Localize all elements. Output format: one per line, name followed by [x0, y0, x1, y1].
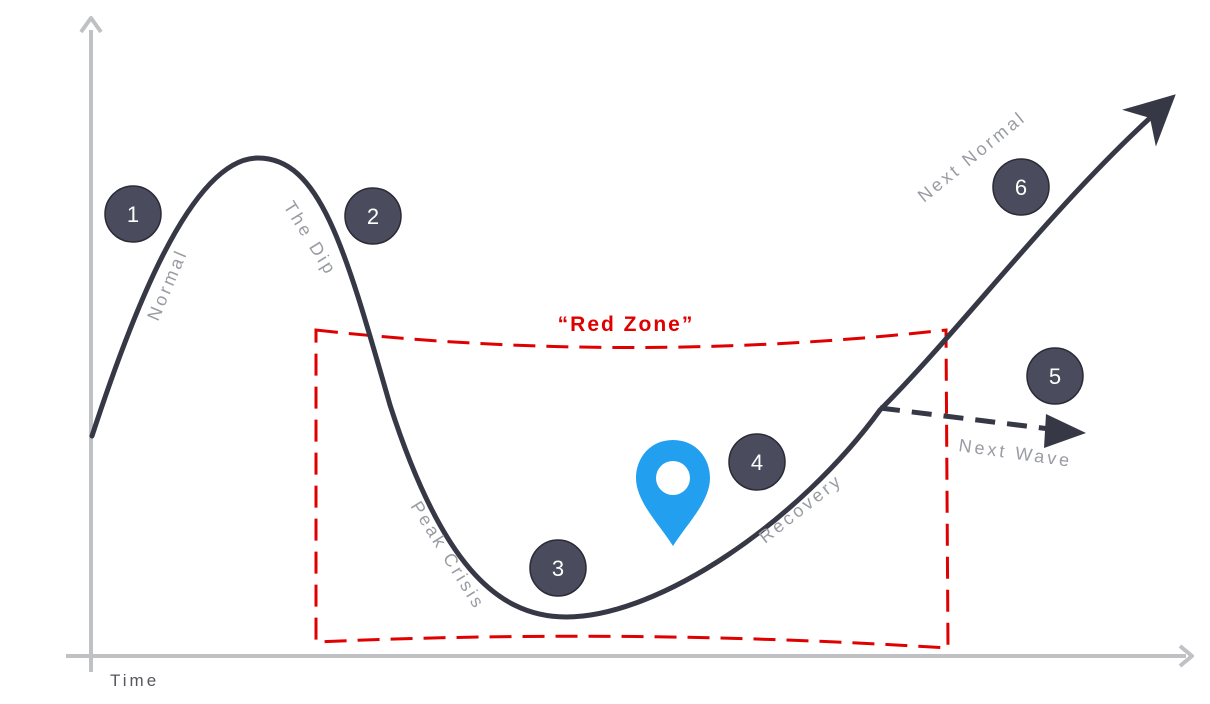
next-wave-arrowhead — [1044, 414, 1086, 448]
x-axis-label: Time — [110, 671, 159, 690]
red-zone: “Red Zone” — [314, 313, 950, 650]
phase-badges: 1 2 3 4 5 6 — [104, 158, 1084, 597]
phase-badge-1-number: 1 — [127, 202, 139, 227]
phase-labels: Normal The Dip Peak Crisis Recovery Next… — [143, 107, 1073, 613]
next-wave-branch — [879, 405, 1086, 448]
axes: Time — [66, 16, 1194, 690]
phase-badge-2: 2 — [344, 187, 402, 245]
phase-label-the-dip: The Dip — [280, 198, 341, 280]
phase-label-peak-crisis: Peak Crisis — [407, 498, 490, 614]
next-wave-dashed-line — [879, 405, 1051, 432]
y-axis-arrowhead — [79, 16, 103, 34]
red-zone-title: “Red Zone” — [558, 313, 695, 336]
phase-badge-4-number: 4 — [751, 450, 763, 475]
phase-badge-4: 4 — [728, 433, 786, 491]
phase-badge-2-number: 2 — [367, 204, 379, 229]
x-axis-arrowhead — [1178, 644, 1194, 668]
map-pin-icon — [636, 440, 710, 546]
phase-badge-6-number: 6 — [1015, 175, 1027, 200]
phase-badge-5-number: 5 — [1049, 364, 1061, 389]
phase-badge-3-number: 3 — [552, 556, 564, 581]
crisis-curve — [89, 94, 1176, 620]
phase-badge-6: 6 — [992, 158, 1050, 216]
phase-badge-1: 1 — [104, 185, 162, 243]
phase-badge-3: 3 — [529, 539, 587, 597]
phase-badge-5: 5 — [1026, 347, 1084, 405]
red-zone-box — [314, 328, 950, 650]
